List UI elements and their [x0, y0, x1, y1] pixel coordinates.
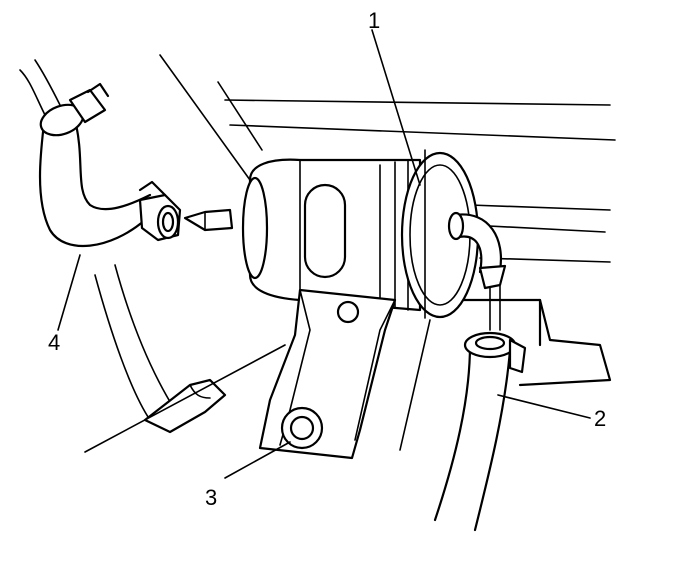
leader-4 — [57, 254, 81, 331]
callout-label-4: 4 — [48, 330, 60, 355]
leader-1 — [371, 29, 421, 186]
fuel-filter-body — [241, 149, 480, 319]
inlet-quick-connector — [138, 180, 234, 242]
leader-2 — [497, 394, 591, 419]
leader-aux-2 — [399, 319, 431, 451]
lower-left-hose — [94, 264, 227, 434]
callout-label-2: 2 — [594, 406, 606, 431]
mounting-bracket-right — [438, 298, 612, 387]
leader-3 — [224, 441, 291, 479]
fuel-hose-2 — [433, 331, 527, 532]
callout-label-1: 1 — [368, 8, 380, 33]
filter-mount-bracket — [258, 288, 397, 460]
callout-leaders — [57, 29, 591, 479]
leader-aux — [84, 344, 286, 453]
fuel-hose-4 — [19, 59, 152, 248]
callout-label-3: 3 — [205, 485, 217, 510]
outlet-elbow-pipe — [447, 211, 507, 331]
